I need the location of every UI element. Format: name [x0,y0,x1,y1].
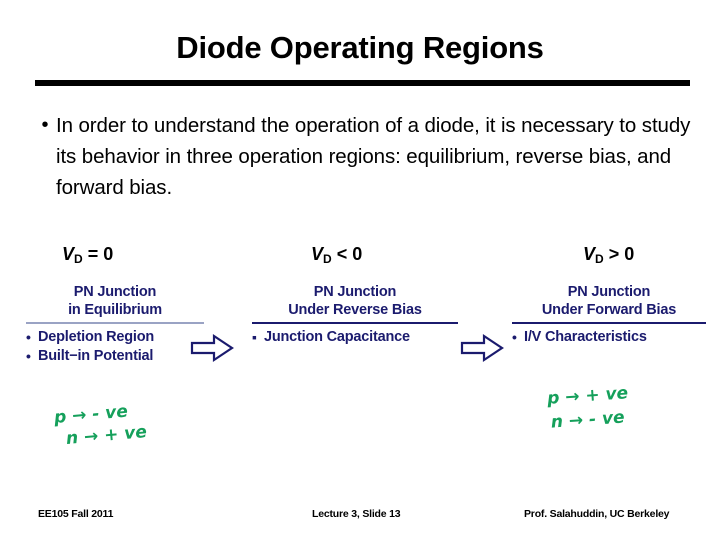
panel-equilibrium-divider [26,322,204,324]
footer-course-label: EE105 Fall 2011 [38,508,114,520]
annotation-line-n: n → + ve [65,422,148,450]
bias-relation: > 0 [608,244,635,264]
bias-label-equilibrium: VD = 0 [62,244,114,266]
panel-reverse-bias: PN Junction Under Reverse Bias ▪ Junctio… [252,283,458,347]
bullet-dot-icon: • [512,329,517,345]
bullet-dot-icon: • [26,348,31,364]
panel-equilibrium-heading-line2: in Equilibrium [68,302,162,318]
intro-bullet-list: • In order to understand the operation o… [34,110,694,203]
panel-forward-bias-heading-line1: PN Junction [567,284,651,300]
bias-label-forward: VD > 0 [583,244,635,266]
bias-condition-row: VD = 0 VD < 0 VD > 0 [0,244,720,272]
bias-variable-symbol: V [62,244,75,264]
bias-relation: < 0 [336,244,363,264]
panel-forward-bias-divider [512,322,706,324]
panel-equilibrium: PN Junction in Equilibrium • Depletion R… [26,283,204,366]
footer-slide-number: Lecture 3, Slide 13 [312,508,401,520]
bias-subscript: D [595,252,604,266]
list-item-label: I/V Characteristics [524,329,647,345]
list-item-label: Built−in Potential [38,348,154,364]
list-item: • Depletion Region [26,328,204,347]
list-item: • I/V Characteristics [512,328,706,347]
panel-equilibrium-items: • Depletion Region • Built−in Potential [26,328,204,366]
bias-subscript: D [74,252,83,266]
bias-subscript: D [323,252,332,266]
bullet-dot-icon: • [26,329,31,345]
list-item: • In order to understand the operation o… [34,110,694,203]
footer-author-label: Prof. Salahuddin, UC Berkeley [524,508,670,520]
panel-forward-bias-heading-line2: Under Forward Bias [541,302,677,318]
bias-relation: = 0 [87,244,114,264]
list-item-label: Depletion Region [38,329,155,345]
panel-reverse-bias-heading: PN Junction Under Reverse Bias [252,283,458,319]
list-item: • Built−in Potential [26,347,204,366]
annotation-forward-polarity: p → + ve n → - ve [547,383,631,433]
page-title: Diode Operating Regions [176,30,544,65]
title-underline-rule [35,80,690,86]
panel-forward-bias-items: • I/V Characteristics [512,328,706,347]
bullet-square-icon: ▪ [252,329,257,345]
slide-footer: EE105 Fall 2011 Lecture 3, Slide 13 Prof… [0,508,720,528]
flow-arrow-right-icon [460,333,504,368]
intro-bullet-text: In order to understand the operation of … [56,114,691,199]
panel-equilibrium-heading: PN Junction in Equilibrium [26,283,204,319]
bias-label-reverse: VD < 0 [311,244,363,266]
panel-equilibrium-heading-line1: PN Junction [73,284,157,300]
panel-reverse-bias-divider [252,322,458,324]
panel-forward-bias: PN Junction Under Forward Bias • I/V Cha… [512,283,706,347]
bias-variable-symbol: V [583,244,596,264]
panel-reverse-bias-items: ▪ Junction Capacitance [252,328,458,347]
list-item-label: Junction Capacitance [264,329,410,345]
panel-forward-bias-heading: PN Junction Under Forward Bias [512,283,706,319]
annotation-equilibrium-polarity: p → - ve n → + ve [53,400,147,450]
annotation-line-p: p → + ve [546,383,629,409]
list-item: ▪ Junction Capacitance [252,328,458,347]
bias-variable-symbol: V [311,244,324,264]
bullet-marker-icon: • [41,114,49,136]
operating-regions-diagram: PN Junction in Equilibrium • Depletion R… [0,283,720,388]
panel-reverse-bias-heading-line1: PN Junction [313,284,397,300]
flow-arrow-right-icon [190,333,234,368]
panel-reverse-bias-heading-line2: Under Reverse Bias [288,302,422,318]
annotation-line-n: n → - ve [550,407,626,433]
